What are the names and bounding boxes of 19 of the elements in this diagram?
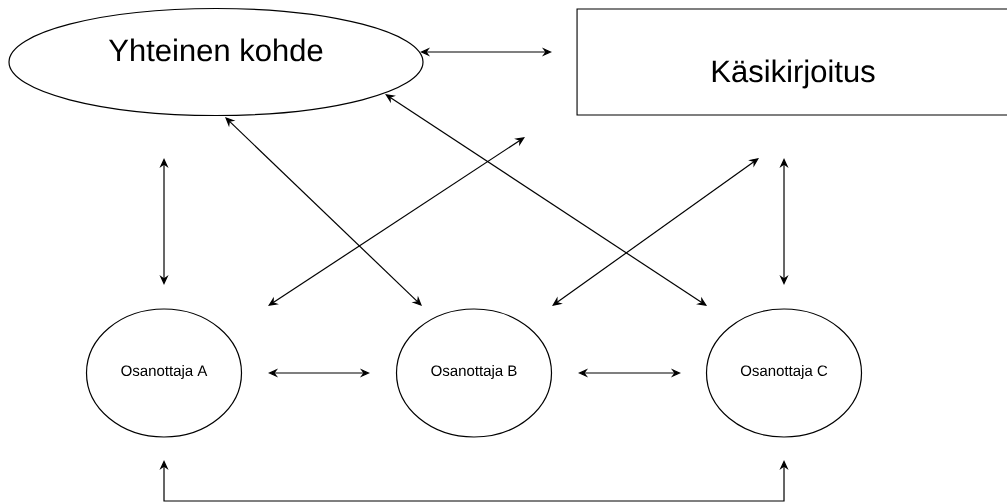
arrow — [779, 158, 789, 285]
arrow — [268, 368, 370, 378]
arrow — [420, 47, 552, 57]
arrow — [552, 158, 759, 306]
arrow — [578, 368, 681, 378]
arrow — [225, 117, 422, 306]
node-ellipse — [705, 308, 863, 438]
node-label: Osanottaja B — [431, 365, 517, 379]
node-ellipse — [8, 7, 424, 117]
arrow — [385, 94, 707, 306]
node-ellipse — [395, 308, 553, 438]
arrow — [159, 158, 169, 285]
arrow — [268, 137, 525, 306]
node-label: Käsikirjoitus — [712, 59, 875, 89]
node-label: Osanottaja C — [740, 365, 828, 379]
node-label: Osanottaja A — [121, 365, 208, 379]
process-box — [576, 8, 1007, 116]
node-label: Yhteinen kohde — [108, 38, 323, 62]
node-ellipse — [85, 308, 243, 438]
